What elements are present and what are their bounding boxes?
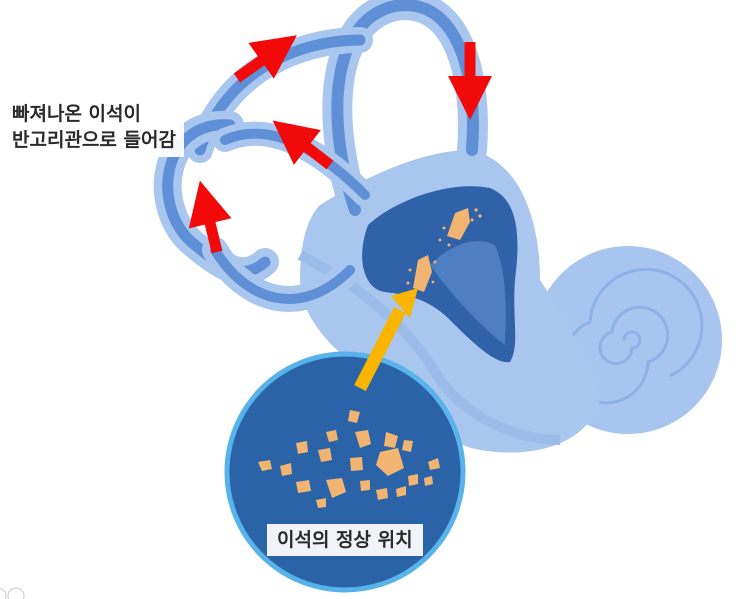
vestibule (362, 186, 518, 363)
dislodged-line-1: 빠져나온 이석이 (12, 103, 141, 125)
normal-position-label: 이석의 정상 위치 (267, 524, 423, 556)
red-arrow-icon (188, 35, 492, 254)
yellow-arrow-icon (354, 288, 418, 391)
corner-icon (0, 587, 25, 599)
otolith-crystal-icon (447, 208, 470, 240)
dislodged-line-2: 반고리관으로 들어감 (12, 129, 176, 151)
otolith-crystal-icon (413, 255, 432, 292)
dislodged-otolith-label: 빠져나온 이석이 반고리관으로 들어감 (4, 96, 184, 157)
